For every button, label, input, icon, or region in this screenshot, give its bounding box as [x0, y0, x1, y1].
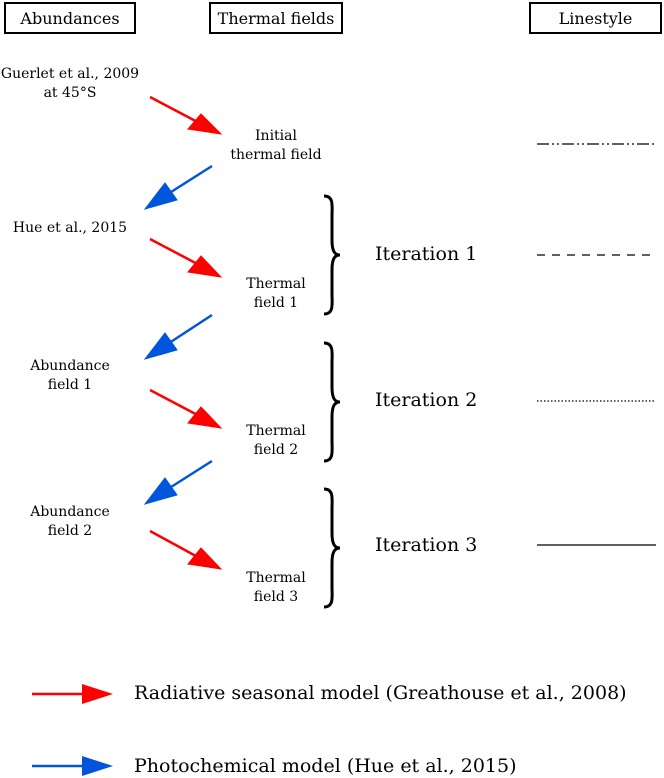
abundance-field-1-line1: Abundance: [30, 358, 110, 374]
legend-blue-label: Photochemical model (Hue et al., 2015): [134, 755, 517, 777]
header-linestyle: Linestyle: [529, 2, 662, 34]
iteration-2-label: Iteration 2: [375, 389, 478, 411]
header-abundances: Abundances: [4, 2, 136, 34]
thermal-field-2-line1: Thermal: [246, 423, 306, 439]
thermal-field-1-line1: Thermal: [246, 276, 306, 292]
abundance-field-2-line2: field 2: [47, 523, 93, 539]
thermal-field-initial-line2: thermal field: [230, 147, 322, 163]
blue-arrow-0: [143, 164, 213, 210]
legend-red-arrow: [32, 684, 113, 704]
thermal-field-3-line1: Thermal: [246, 570, 306, 586]
red-arrow-1: [149, 237, 223, 278]
abundance-source-hue: Hue et al., 2015: [12, 220, 128, 236]
abundance-source-guerlet-line1: Guerlet et al., 2009: [0, 66, 140, 82]
blue-arrow-2: [143, 459, 213, 505]
thermal-field-2: Thermal field 2: [226, 422, 326, 460]
thermal-field-3-line2: field 3: [253, 589, 299, 605]
thermal-field-initial-line1: Initial: [255, 128, 297, 144]
legend-blue-arrow: [32, 756, 113, 776]
blue-arrow-1: [143, 313, 213, 360]
red-arrow-0: [149, 95, 223, 135]
legend-red-label: Radiative seasonal model (Greathouse et …: [134, 682, 627, 704]
brace-iteration-2: [323, 341, 341, 463]
iteration-3-label: Iteration 3: [375, 534, 478, 556]
brace-iteration-3: [323, 487, 341, 609]
header-thermal-fields: Thermal fields: [209, 2, 343, 34]
thermal-field-2-line2: field 2: [253, 442, 299, 458]
iteration-1-label: Iteration 1: [375, 243, 478, 265]
thermal-field-3: Thermal field 3: [226, 569, 326, 607]
abundance-field-2-line1: Abundance: [30, 504, 110, 520]
thermal-field-1-line2: field 1: [253, 295, 299, 311]
abundance-field-2: Abundance field 2: [0, 503, 140, 541]
brace-iteration-1: [323, 194, 341, 316]
red-arrow-2: [149, 388, 223, 429]
abundance-source-guerlet-line2: at 45°S: [43, 85, 97, 101]
abundance-field-1-line2: field 1: [47, 377, 93, 393]
red-arrow-3: [149, 529, 223, 570]
abundance-field-1: Abundance field 1: [0, 357, 140, 395]
abundance-source-guerlet: Guerlet et al., 2009 at 45°S: [0, 65, 140, 103]
thermal-field-1: Thermal field 1: [226, 275, 326, 313]
thermal-field-initial: Initial thermal field: [216, 127, 336, 165]
